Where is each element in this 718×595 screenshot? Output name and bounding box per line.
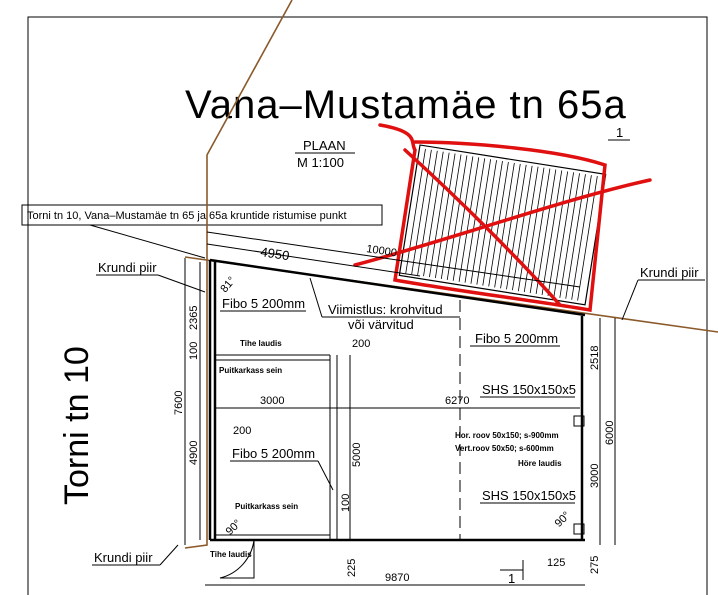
dim-200-top: 200 xyxy=(352,338,370,350)
boundary-label-left: Krundi piir xyxy=(98,260,157,275)
dim-125: 125 xyxy=(547,557,565,569)
puitkarkass-top: Puitkarkass sein xyxy=(219,366,282,375)
boundary-label-bottom: Krundi piir xyxy=(94,550,153,565)
shs-column-bottom xyxy=(573,523,585,535)
dim-225: 225 xyxy=(346,559,358,577)
section-mark-top: 1 xyxy=(616,125,623,140)
door-swing xyxy=(219,539,255,579)
dim-4950: 4950 xyxy=(260,244,291,263)
dim-3000-v: 3000 xyxy=(589,464,601,488)
tihe-laudis-bottom: Tihe laudis xyxy=(210,550,252,559)
angle-81: 81° xyxy=(218,275,238,295)
dim-275: 275 xyxy=(589,556,601,574)
shs-label-top: SHS 150x150x5 xyxy=(482,382,576,397)
side-title: Torni tn 10 xyxy=(58,346,96,505)
hore-laudis-label: Höre laudis xyxy=(518,459,562,468)
building-outline xyxy=(208,258,586,579)
dim-6000: 6000 xyxy=(604,421,616,445)
intersection-note-box xyxy=(21,204,383,226)
drawing-title: Vana–Mustamäe tn 65a xyxy=(185,83,627,127)
fibo-label-mid: Fibo 5 200mm xyxy=(232,446,315,461)
tihe-laudis-top: Tihe laudis xyxy=(240,339,282,348)
dim-100-inner: 100 xyxy=(340,494,352,512)
hor-roov-label: Hor. roov 50x150; s-900mm xyxy=(455,431,559,440)
section-mark-bottom: 1 xyxy=(508,571,515,586)
dim-2365: 2365 xyxy=(188,306,200,330)
fibo-label-top: Fibo 5 200mm xyxy=(222,296,305,311)
finish-label-2: või värvitud xyxy=(348,317,414,332)
dim-6270: 6270 xyxy=(445,395,469,407)
red-cross-out-markup xyxy=(353,123,652,313)
dim-2518: 2518 xyxy=(589,346,601,370)
dim-7600: 7600 xyxy=(173,391,185,415)
dim-4900: 4900 xyxy=(188,441,200,465)
dim-200-left: 200 xyxy=(233,425,251,437)
dim-10000: 10000 xyxy=(366,243,398,259)
drawing-frame xyxy=(27,16,708,595)
angle-90-right: 90° xyxy=(553,510,573,530)
plan-label: PLAAN xyxy=(303,138,346,153)
fibo-label-right: Fibo 5 200mm xyxy=(475,331,558,346)
boundary-line-left xyxy=(184,0,293,549)
shs-column-top xyxy=(573,415,585,427)
finish-label-1: Viimistlus: krohvitud xyxy=(328,302,443,317)
boundary-label-right: Krundi piir xyxy=(640,265,699,280)
shs-label-bottom: SHS 150x150x5 xyxy=(482,488,576,503)
dim-3000-h: 3000 xyxy=(260,395,284,407)
dim-5000: 5000 xyxy=(351,443,363,467)
dim-100-left: 100 xyxy=(188,342,200,360)
puitkarkass-bottom: Puitkarkass sein xyxy=(235,502,298,511)
plan-scale: M 1:100 xyxy=(297,155,344,170)
vert-roov-label: Vert.roov 50x50; s-600mm xyxy=(455,444,554,453)
hatched-canopy xyxy=(398,144,607,306)
dimension-lines xyxy=(184,231,616,586)
dim-9870: 9870 xyxy=(385,572,409,584)
intersection-note: Torni tn 10, Vana–Mustamäe tn 65 ja 65a … xyxy=(27,210,347,222)
